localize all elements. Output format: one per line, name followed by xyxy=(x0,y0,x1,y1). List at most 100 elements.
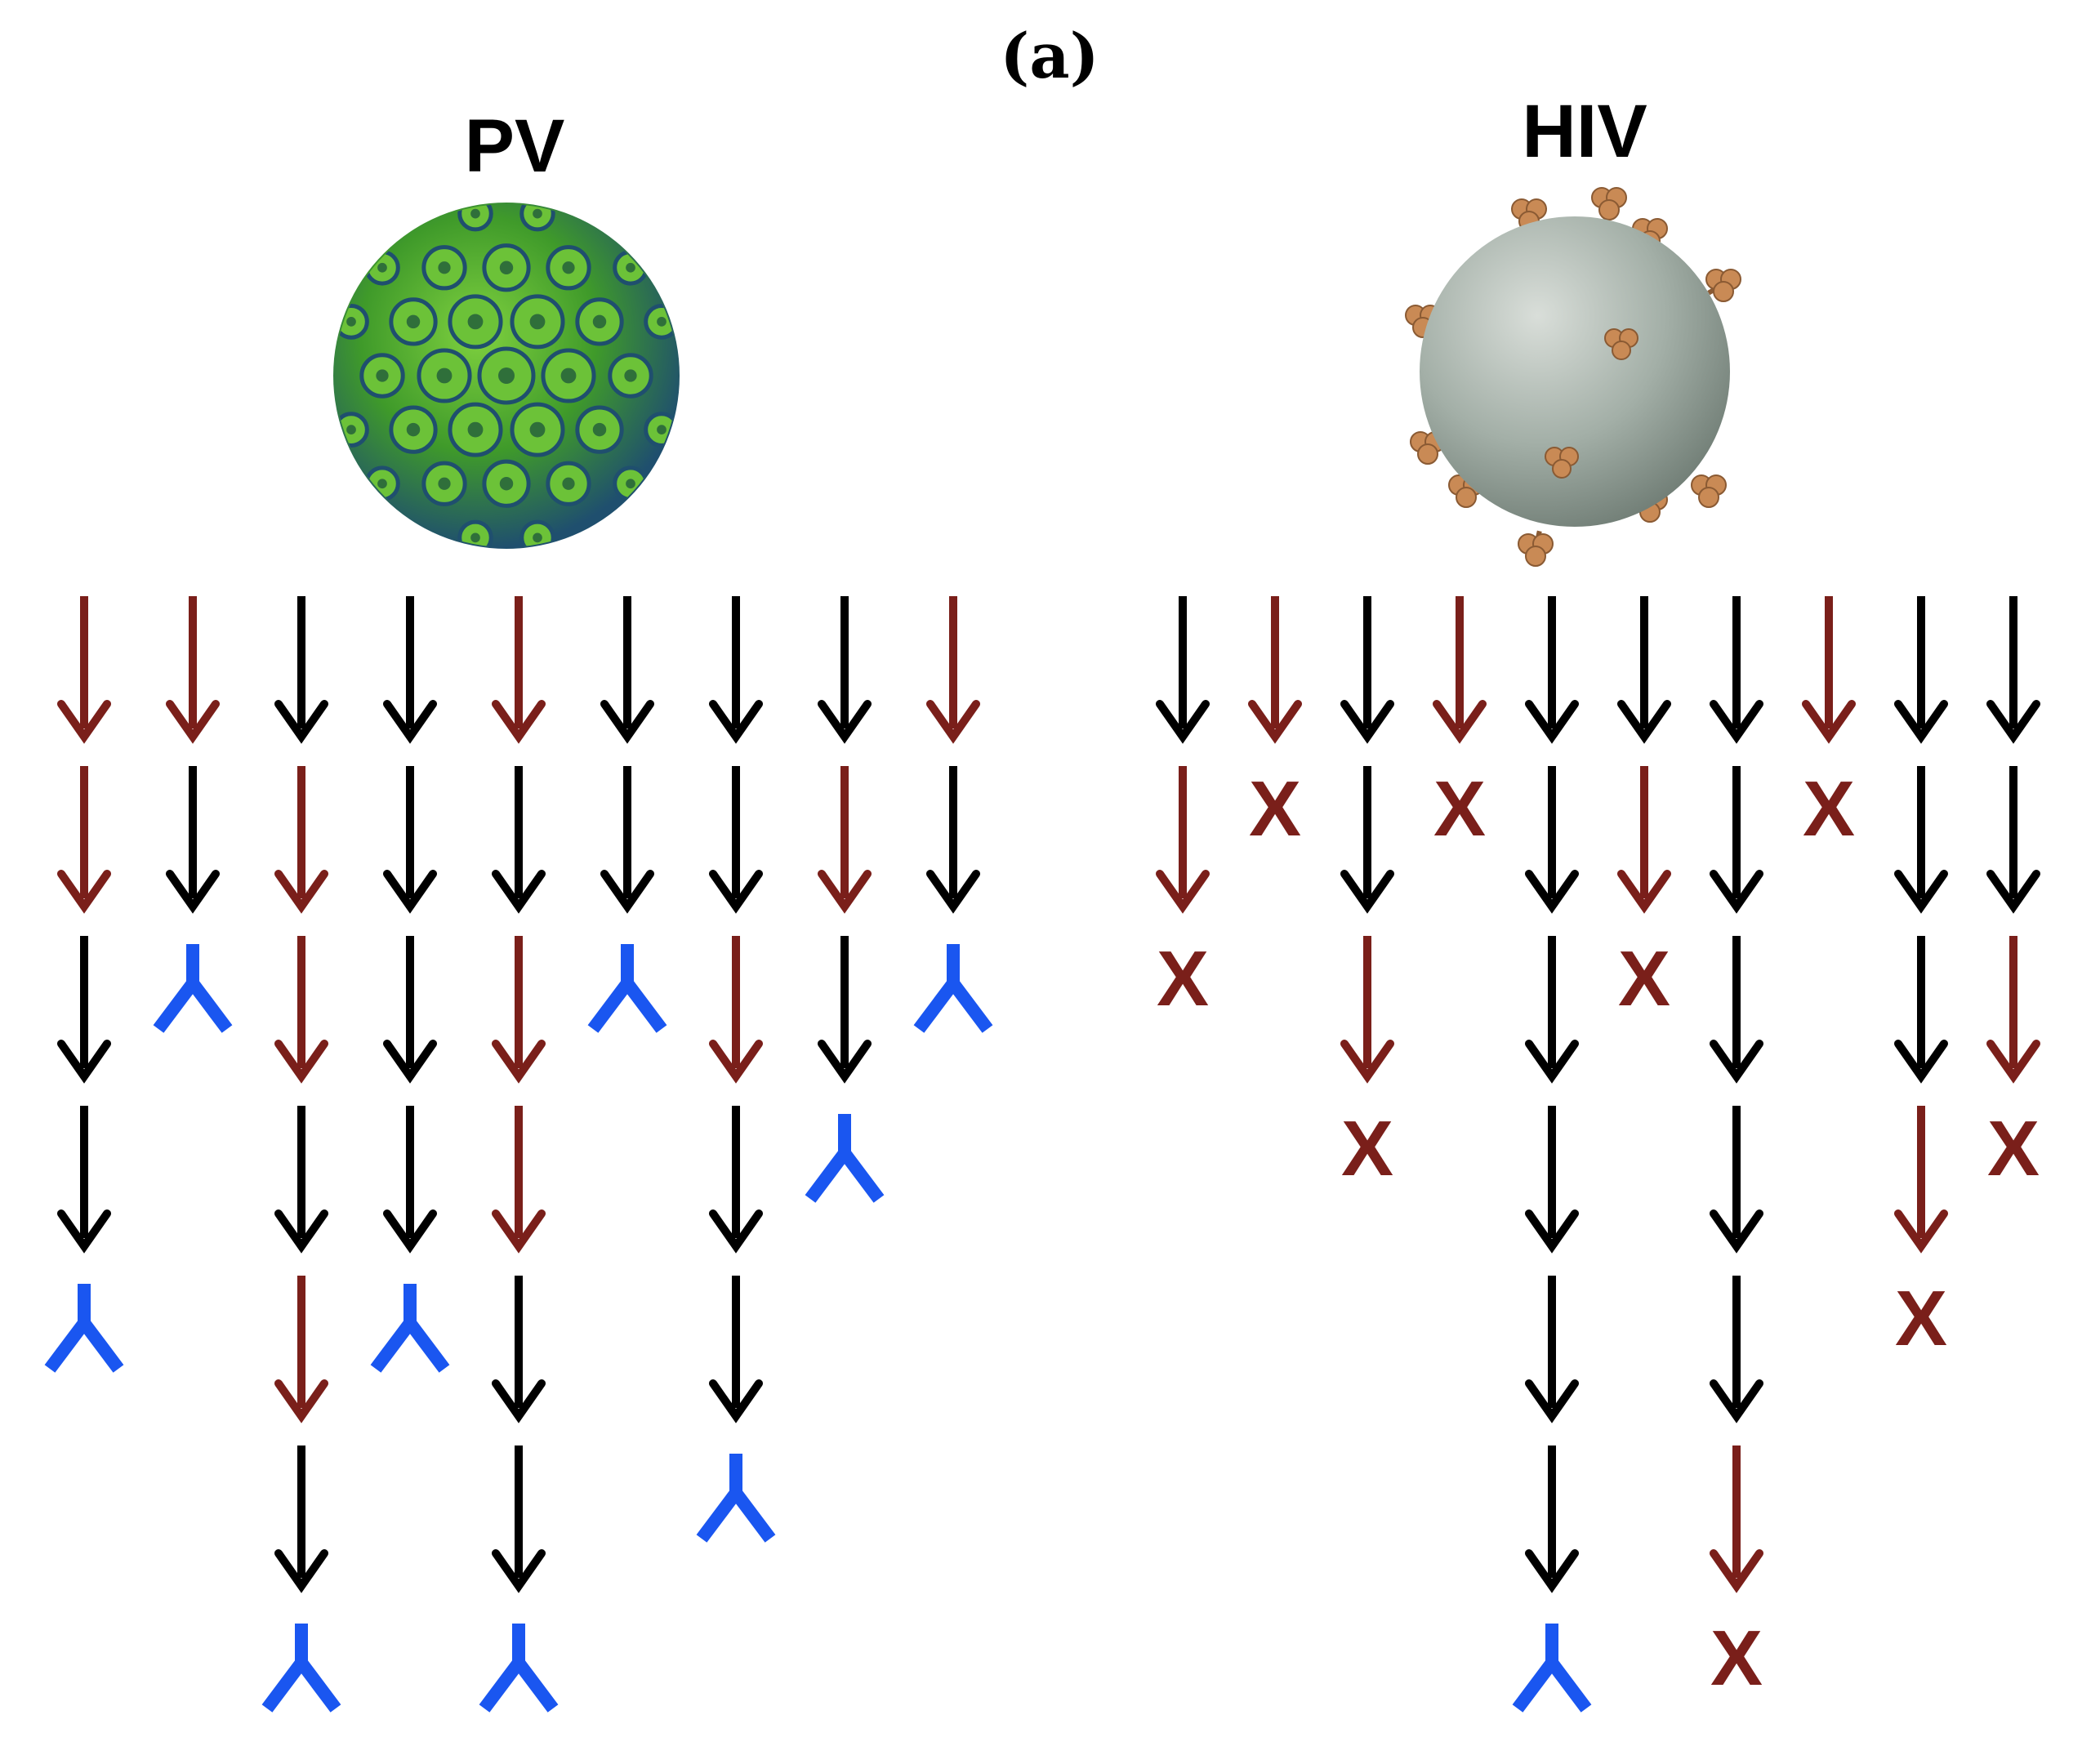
red-arrow xyxy=(818,766,872,914)
pathway-column xyxy=(1512,596,1592,1713)
pv-capsomer-pore xyxy=(406,422,421,437)
hiv-envelope-spike xyxy=(1691,474,1727,508)
red-arrow xyxy=(926,596,980,744)
black-arrow xyxy=(1340,766,1394,914)
pv-capsomer-pore xyxy=(316,372,323,379)
pv-title: PV xyxy=(465,105,565,188)
pv-capsomer-pore xyxy=(689,372,696,379)
x-mark: X xyxy=(1341,1105,1393,1192)
black-arrow xyxy=(57,1106,111,1254)
red-arrow xyxy=(1986,936,2040,1084)
pv-capsomer-pore xyxy=(346,425,356,434)
black-arrow xyxy=(1525,1276,1579,1423)
pv-capsomer-pore xyxy=(409,209,417,218)
black-arrow xyxy=(1986,596,2040,744)
red-arrow xyxy=(274,936,328,1084)
black-arrow xyxy=(383,1106,437,1254)
hiv-envelope-spike xyxy=(1545,447,1579,479)
pv-capsomer xyxy=(680,363,706,389)
pv-capsomer-pore xyxy=(499,477,514,491)
pathway-column xyxy=(696,596,776,1543)
red-arrow xyxy=(1617,766,1671,914)
pathway-column: X xyxy=(1156,596,1210,1022)
pv-capsomer-pore xyxy=(592,314,607,329)
pathway-column xyxy=(370,596,450,1373)
black-arrow xyxy=(166,766,220,914)
pathway-column: X xyxy=(1248,596,1302,853)
hiv-envelope-spike xyxy=(1591,187,1627,220)
pv-capsomer xyxy=(399,204,428,229)
pv-capsomer-pore xyxy=(499,261,514,274)
red-arrow xyxy=(1248,596,1302,744)
black-arrow xyxy=(492,766,546,914)
pv-capsomer-pore xyxy=(377,479,387,489)
pv-capsomer-pore xyxy=(626,479,635,489)
pv-capsomer-pore xyxy=(592,422,607,437)
red-arrow xyxy=(492,936,546,1084)
black-arrow xyxy=(1525,1106,1579,1254)
x-mark: X xyxy=(1987,1105,2040,1192)
pathway-column: X xyxy=(1340,596,1394,1192)
red-arrow xyxy=(57,596,111,744)
pv-capsomer-pore xyxy=(470,208,480,219)
pv-capsomer-pore xyxy=(467,421,484,438)
black-arrow xyxy=(492,1276,546,1423)
x-mark: X xyxy=(1249,765,1301,853)
black-arrow xyxy=(1710,596,1763,744)
pv-capsomer-pore xyxy=(529,314,546,330)
pathway-column xyxy=(805,596,885,1203)
black-arrow xyxy=(709,1276,763,1423)
pv-capsomer-pore xyxy=(346,317,356,327)
black-arrow xyxy=(709,1106,763,1254)
pathway-column: X xyxy=(1433,596,1487,853)
pv-capsomer-pore xyxy=(562,477,575,490)
pv-capsomer-pore xyxy=(438,477,451,490)
black-arrow xyxy=(1710,1106,1763,1254)
pathway-column xyxy=(44,596,124,1373)
black-arrow xyxy=(709,766,763,914)
x-mark: X xyxy=(1618,935,1670,1022)
antibody-icon xyxy=(44,1284,124,1373)
pv-capsomer xyxy=(399,523,428,547)
pv-capsomer-pore xyxy=(624,369,637,382)
antibody-icon xyxy=(370,1284,450,1373)
pathway-column: X xyxy=(1617,596,1671,1022)
pv-capsomer-pore xyxy=(533,532,542,543)
x-mark: X xyxy=(1157,935,1209,1022)
pathway-column xyxy=(913,596,993,1033)
black-arrow xyxy=(383,766,437,914)
red-arrow xyxy=(1156,766,1210,914)
black-arrow xyxy=(1525,1446,1579,1593)
pathway-column: X xyxy=(1802,596,1856,853)
pathway-column: X xyxy=(1894,596,1948,1362)
antibody-icon xyxy=(805,1114,885,1203)
red-arrow xyxy=(274,766,328,914)
black-arrow xyxy=(1525,936,1579,1084)
x-mark: X xyxy=(1710,1615,1763,1702)
hiv-virion-illustration xyxy=(1405,187,1741,567)
hiv-envelope-spike xyxy=(1604,328,1638,360)
pv-capsomer xyxy=(585,523,614,547)
black-arrow xyxy=(1525,766,1579,914)
black-arrow xyxy=(818,936,872,1084)
red-arrow xyxy=(709,936,763,1084)
pv-capsomer-pore xyxy=(529,421,546,438)
antibody-icon xyxy=(479,1624,559,1713)
black-arrow xyxy=(1156,596,1210,744)
black-arrow xyxy=(1710,1276,1763,1423)
pv-capsomer-pore xyxy=(470,532,480,543)
pathway-column: X xyxy=(1710,596,1763,1702)
antibody-icon xyxy=(587,944,667,1033)
black-arrow xyxy=(1894,936,1948,1084)
red-arrow xyxy=(166,596,220,744)
pv-capsomer-pore xyxy=(376,369,389,382)
pv-capsomer-pore xyxy=(626,262,635,273)
black-arrow xyxy=(1710,766,1763,914)
pv-capsomer-pore xyxy=(595,533,604,542)
black-arrow xyxy=(383,596,437,744)
x-mark: X xyxy=(1895,1275,1947,1362)
black-arrow xyxy=(1340,596,1394,744)
pathway-column xyxy=(587,596,667,1033)
